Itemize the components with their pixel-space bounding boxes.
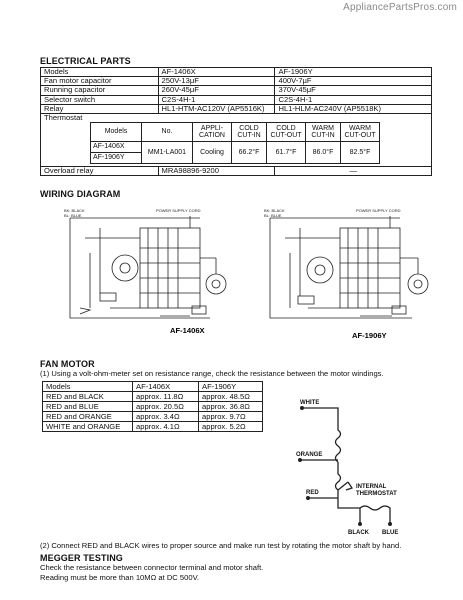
fan-motor-resistance-table: Models AF-1406X AF-1906Y RED and BLACK a… xyxy=(42,381,263,432)
af1906y-resistance: approx. 48.5Ω xyxy=(198,391,263,402)
table-row: Running capacitor 260V-45μF 370V-45μF xyxy=(40,85,432,96)
wiring-diagram-title: WIRING DIAGRAM xyxy=(40,189,121,199)
fan-motor-step2: (2) Connect RED and BLACK wires to prope… xyxy=(40,541,402,550)
megger-line2: Reading must be more than 10MΩ at DC 500… xyxy=(40,573,200,582)
th-header-no: No. xyxy=(141,121,193,142)
th-header-cold-cut-out: COLD CUT-OUT xyxy=(266,121,306,142)
table-row: Selector switch C2S-4H-1 C2S-4H-1 xyxy=(40,94,432,105)
table-row: RED and BLACK approx. 11.8Ω approx. 48.5… xyxy=(42,391,263,402)
af1406x-value: 250V-13μF xyxy=(157,76,276,87)
orange-label: ORANGE xyxy=(296,452,322,458)
header-af1906y: AF-1906Y xyxy=(198,381,263,392)
header-models: Models xyxy=(42,381,133,392)
thermostat-header-row: Models No. APPLI- CATION COLD CUT-IN COL… xyxy=(90,121,380,142)
selector-switch-block xyxy=(139,227,201,309)
left-diagram-caption: AF-1406X xyxy=(170,326,205,335)
table-row: RED and ORANGE approx. 3.4Ω approx. 9.7Ω xyxy=(42,411,263,422)
th-cold-cut-out: 61.7°F xyxy=(266,140,306,164)
table-row: WHITE and ORANGE approx. 4.1Ω approx. 5.… xyxy=(42,421,263,432)
megger-line1: Check the resistance between connector t… xyxy=(40,563,264,572)
svg-text:POWER SUPPLY CORD: POWER SUPPLY CORD xyxy=(156,208,201,213)
white-winding xyxy=(302,407,342,463)
right-diagram-caption: AF-1906Y xyxy=(352,331,387,340)
table-row: Models AF-1406X AF-1906Y xyxy=(40,66,432,78)
af1906y-resistance: approx. 5.2Ω xyxy=(198,421,263,432)
thermostat-label: THERMOSTAT xyxy=(356,491,397,497)
af1906y-resistance: approx. 36.8Ω xyxy=(198,401,263,412)
blue-winding xyxy=(359,505,391,524)
thermostat-table: Models No. APPLI- CATION COLD CUT-IN COL… xyxy=(90,121,380,164)
table-row: Overload relay MRA98896-9200 — xyxy=(40,165,432,177)
th-header-warm-cut-out: WARM CUT-OUT xyxy=(340,121,380,142)
header-af1406x: AF-1406X xyxy=(132,381,199,392)
thermostat-row: Thermostat Models No. APPLI- CATION COLD… xyxy=(40,112,432,167)
af1406x-resistance: approx. 20.5Ω xyxy=(132,401,199,412)
th-header-models: Models xyxy=(90,121,142,142)
red-label: RED xyxy=(306,490,319,496)
af1406x-resistance: approx. 4.1Ω xyxy=(132,421,199,432)
af1406x-value: AF-1406X xyxy=(157,66,276,78)
table-row: Fan motor capacitor 250V-13μF 400V-7μF xyxy=(40,76,432,87)
af1906y-value: C2S-4H-1 xyxy=(274,94,432,105)
fan-motor-title: FAN MOTOR xyxy=(40,359,95,369)
fan-motor-step1: (1) Using a volt-ohm-meter set on resist… xyxy=(40,369,384,378)
winding-pair: WHITE and ORANGE xyxy=(42,421,133,432)
af1906y-value: 400V-7μF xyxy=(274,76,432,87)
af1906y-value: AF-1906Y xyxy=(274,66,432,78)
row-label: Models xyxy=(40,66,159,78)
af1906y-value: HL1-HLM-AC240V (AP5518K) xyxy=(274,103,432,114)
th-model: AF-1406X xyxy=(90,140,142,153)
svg-text:BK: BLACK: BK: BLACK xyxy=(64,208,85,213)
af1406x-value: HL1-HTM-AC120V (AP5516K) xyxy=(157,103,276,114)
th-model: AF-1906Y xyxy=(90,151,142,164)
th-warm-cut-out: 82.5°F xyxy=(340,140,380,164)
black-label: BLACK xyxy=(348,530,370,536)
row-label: Fan motor capacitor xyxy=(40,76,159,87)
winding-pair: RED and ORANGE xyxy=(42,411,133,422)
thermostat-cell: Thermostat Models No. APPLI- CATION COLD… xyxy=(40,112,432,167)
compressor-motor-symbol xyxy=(111,254,139,282)
row-label: Selector switch xyxy=(40,94,159,105)
fan-motor-symbol xyxy=(205,273,227,295)
table-row: Relay HL1-HTM-AC120V (AP5516K) HL1-HLM-A… xyxy=(40,103,432,114)
white-label: WHITE xyxy=(300,400,319,406)
af1406x-value: C2S-4H-1 xyxy=(157,94,276,105)
table-header-row: Models AF-1406X AF-1906Y xyxy=(42,381,263,392)
electrical-parts-title: ELECTRICAL PARTS xyxy=(40,56,131,66)
internal-label: INTERNAL xyxy=(356,484,387,490)
internal-thermostat-symbol xyxy=(337,481,354,491)
watermark: AppliancePartsPros.com xyxy=(343,2,457,13)
th-header-application: APPLI- CATION xyxy=(192,121,232,142)
af1906y-value: 370V-45μF xyxy=(274,85,432,96)
svg-text:BL: BLUE: BL: BLUE xyxy=(264,213,282,218)
thermostat-data-row: AF-1906Y xyxy=(90,151,380,164)
svg-text:BK: BLACK: BK: BLACK xyxy=(264,208,285,213)
th-warm-cut-in: 86.0°F xyxy=(305,140,341,164)
fan-motor-winding-diagram: WHITE ORANGE INTERNAL THERMOSTAT RED BLA… xyxy=(296,400,398,536)
electrical-parts-table: Models AF-1406X AF-1906Y Fan motor capac… xyxy=(40,66,432,177)
af1406x-resistance: approx. 11.8Ω xyxy=(132,391,199,402)
thermostat-data-row: AF-1406X MM1-LA001 Cooling 66.2°F 61.7°F… xyxy=(90,140,380,164)
megger-testing-title: MEGGER TESTING xyxy=(40,553,123,563)
table-row: RED and BLUE approx. 20.5Ω approx. 36.8Ω xyxy=(42,401,263,412)
af1406x-resistance: approx. 3.4Ω xyxy=(132,411,199,422)
af1906y-resistance: approx. 9.7Ω xyxy=(198,411,263,422)
th-header-cold-cut-in: COLD CUT-IN xyxy=(231,121,267,142)
af1906y-value: — xyxy=(274,165,432,177)
th-no: MM1-LA001 xyxy=(141,140,193,164)
winding-pair: RED and BLUE xyxy=(42,401,133,412)
th-cold-cut-in: 66.2°F xyxy=(231,140,267,164)
row-label: Running capacitor xyxy=(40,85,159,96)
winding-pair: RED and BLACK xyxy=(42,391,133,402)
svg-text:POWER SUPPLY CORD: POWER SUPPLY CORD xyxy=(356,208,401,213)
row-label: Overload relay xyxy=(40,165,159,177)
thermostat-label: Thermostat xyxy=(44,112,83,122)
af1406x-value: MRA98896-9200 xyxy=(157,165,276,177)
blue-label: BLUE xyxy=(382,530,398,536)
svg-text:BL: BLUE: BL: BLUE xyxy=(64,213,82,218)
th-application: Cooling xyxy=(192,140,232,164)
af1406x-value: 260V-45μF xyxy=(157,85,276,96)
th-header-warm-cut-in: WARM CUT-IN xyxy=(305,121,341,142)
